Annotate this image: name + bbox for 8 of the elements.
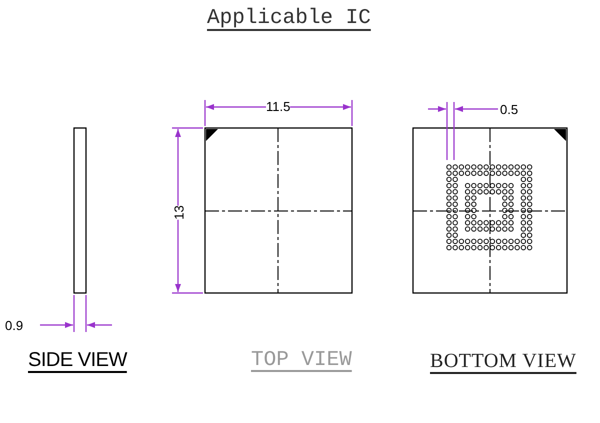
view-label: TOP VIEW xyxy=(251,350,352,371)
dimension-label: 0.9 xyxy=(5,319,24,332)
view-label: BOTTOM VIEW xyxy=(430,351,576,371)
view-label: SIDE VIEW xyxy=(28,350,127,370)
title: Applicable IC xyxy=(207,8,371,29)
dimension-label: 0.5 xyxy=(500,103,518,116)
dimension-label: 11.5 xyxy=(266,100,290,113)
dimension-label: 13 xyxy=(172,205,186,220)
